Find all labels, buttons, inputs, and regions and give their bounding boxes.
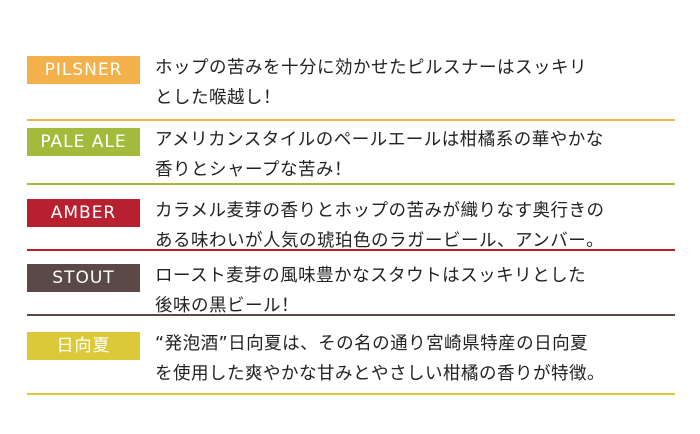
description-line: 香りとシャープな苦み！ xyxy=(155,160,352,180)
beer-row-stout: STOUT ロースト麦芽の風味豊かなスタウトはスッキリとした 後味の黒ビール！ xyxy=(27,264,675,316)
description-line: ホップの苦みを十分に効かせたピルスナーはスッキリ xyxy=(155,58,587,78)
beer-badge-stout: STOUT xyxy=(27,264,140,292)
beer-row-pale-ale: PALE ALE アメリカンスタイルのペールエールは柑橘系の華やかな 香りとシャ… xyxy=(27,128,675,185)
beer-description-pilsner: ホップの苦みを十分に効かせたピルスナーはスッキリ とした喉越し！ xyxy=(155,53,670,113)
beer-badge-amber: AMBER xyxy=(27,199,140,227)
beer-row-pilsner: PILSNER ホップの苦みを十分に効かせたピルスナーはスッキリ とした喉越し！ xyxy=(27,56,675,121)
beer-badge-pale-ale: PALE ALE xyxy=(27,128,140,156)
description-line: 後味の黒ビール！ xyxy=(155,296,299,316)
beer-row-amber: AMBER カラメル麦芽の香りとホップの苦みが織りなす奥行きの ある味わいが人気… xyxy=(27,199,675,251)
description-line: アメリカンスタイルのペールエールは柑橘系の華やかな xyxy=(155,130,604,150)
description-line: ロースト麦芽の風味豊かなスタウトはスッキリとした xyxy=(155,266,587,286)
beer-description-amber: カラメル麦芽の香りとホップの苦みが織りなす奥行きの ある味わいが人気の琥珀色のラ… xyxy=(155,196,670,256)
description-line: とした喉越し！ xyxy=(155,88,281,108)
description-line: “発泡酒”日向夏は、その名の通り宮崎県特産の日向夏 xyxy=(155,334,589,354)
beer-row-hyuganatsu: 日向夏 “発泡酒”日向夏は、その名の通り宮崎県特産の日向夏 を使用した爽やかな甘… xyxy=(27,332,675,395)
description-line: ある味わいが人気の琥珀色のラガービール、アンバー。 xyxy=(155,231,605,251)
beer-description-pale-ale: アメリカンスタイルのペールエールは柑橘系の華やかな 香りとシャープな苦み！ xyxy=(155,125,670,185)
description-line: を使用した爽やかな甘みとやさしい柑橘の香りが特徴。 xyxy=(155,364,605,384)
beer-badge-hyuganatsu: 日向夏 xyxy=(27,332,140,360)
beer-description-stout: ロースト麦芽の風味豊かなスタウトはスッキリとした 後味の黒ビール！ xyxy=(155,261,670,321)
beer-badge-pilsner: PILSNER xyxy=(27,56,140,84)
beer-description-hyuganatsu: “発泡酒”日向夏は、その名の通り宮崎県特産の日向夏 を使用した爽やかな甘みとやさ… xyxy=(155,329,670,389)
description-line: カラメル麦芽の香りとホップの苦みが織りなす奥行きの xyxy=(155,201,605,221)
